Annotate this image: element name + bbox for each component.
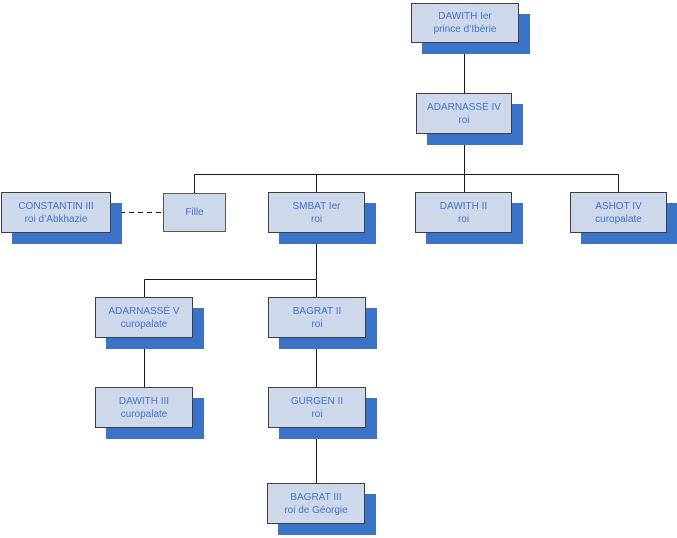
node-fille: Fille — [163, 193, 226, 232]
node-subtitle: roi de Géorgie — [284, 504, 348, 516]
node-title: ADARNASSÉ IV — [427, 101, 501, 113]
node-title: ADARNASSÉ V — [108, 305, 180, 317]
node-title: Fille — [185, 207, 204, 218]
node-title: SMBAT Ier — [292, 200, 341, 212]
node-subtitle: prince d’Ibérie — [433, 24, 497, 35]
node-subtitle: curopalate — [595, 213, 642, 225]
node-subtitle: roi — [311, 408, 323, 420]
node-title: BAGRAT III — [290, 491, 342, 503]
node-subtitle: roi — [457, 213, 470, 225]
node-subtitle: roi — [458, 114, 470, 126]
node-title: BAGRAT II — [292, 305, 342, 317]
node-subtitle: curopalate — [120, 408, 168, 420]
node-title: DAWITH III — [118, 395, 170, 407]
node-subtitle: roi — [310, 213, 323, 225]
node-subtitle: curopalate — [120, 318, 168, 330]
node-title: DAWITH II — [439, 200, 488, 212]
node-dawith-ier: DAWITH Ier prince d’Ibérie — [411, 3, 519, 43]
node-title: CONSTANTIN III — [18, 200, 94, 212]
node-title: ASHOT IV — [595, 200, 642, 212]
node-title: DAWITH Ier — [438, 11, 492, 22]
node-title: GURGEN II — [290, 395, 344, 407]
node-subtitle: roi — [311, 318, 323, 330]
node-subtitle: roi d’Abkhazie — [24, 213, 88, 225]
